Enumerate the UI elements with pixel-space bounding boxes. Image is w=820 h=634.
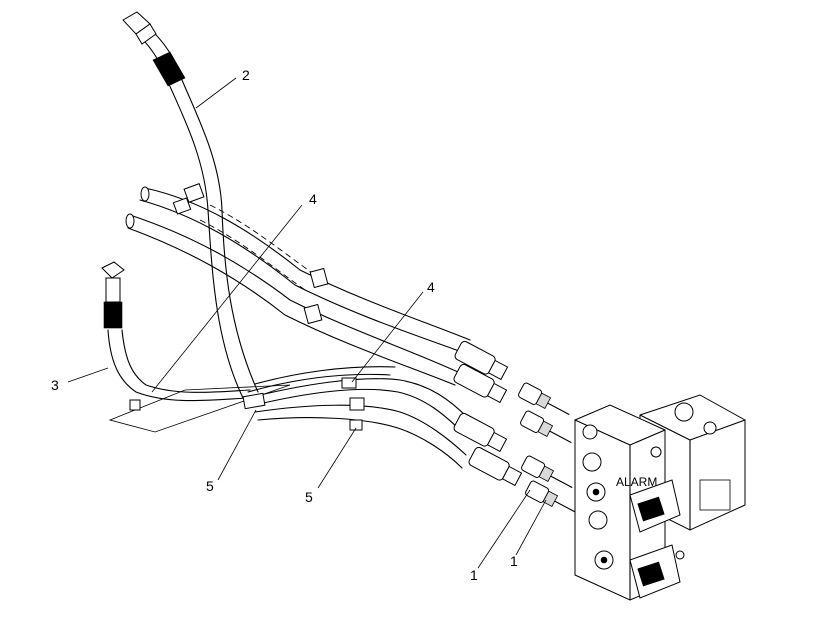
back-hoses: [125, 183, 471, 386]
adapter-fittings: [518, 382, 577, 513]
callout-4-lower: 4: [427, 279, 435, 295]
valve-block-assembly: [574, 394, 746, 601]
callout-leaders: [67, 77, 547, 569]
hose-3-end-fitting: [101, 261, 125, 329]
front-hoses: [242, 366, 469, 469]
callout-3: 3: [51, 377, 59, 393]
callout-5-left: 5: [206, 478, 214, 494]
hose-2: [122, 11, 259, 399]
hose-end-fittings: [453, 340, 523, 487]
alarm-label: ALARM: [616, 475, 657, 489]
callout-1-left: 1: [470, 567, 478, 583]
callout-1-right: 1: [510, 553, 518, 569]
callout-2: 2: [242, 67, 250, 83]
callout-4-upper: 4: [309, 191, 317, 207]
hose-2-end-fitting: [122, 11, 186, 87]
callout-5-right: 5: [305, 489, 313, 505]
hose-3: [101, 261, 291, 433]
